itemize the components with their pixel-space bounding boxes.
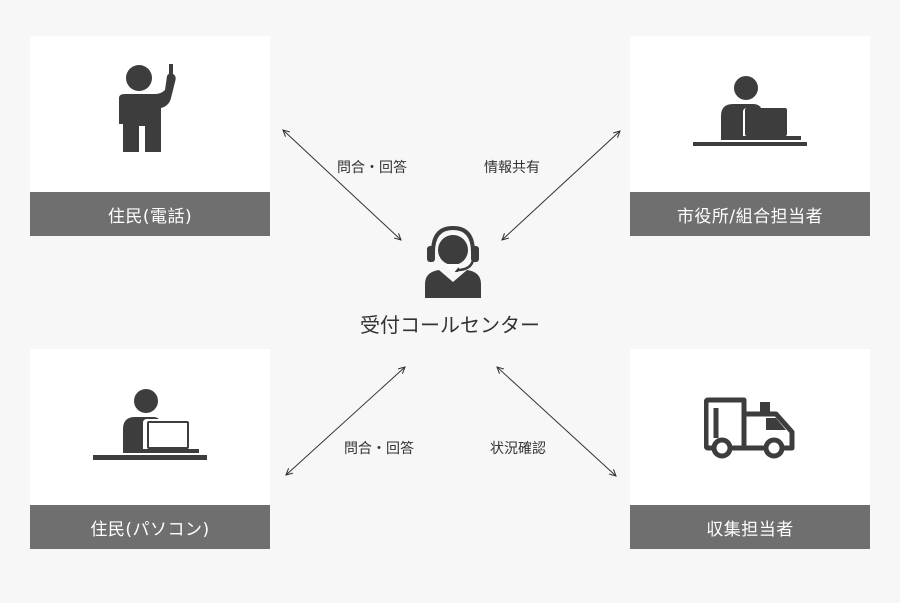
edge-label-pc-inquiry: 問合・回答 xyxy=(344,441,414,457)
node-label: 収集担当者 xyxy=(630,505,870,549)
node-label: 住民(電話) xyxy=(30,192,270,236)
arrow-office-center xyxy=(502,131,620,240)
node-city-office: 市役所/組合担当者 xyxy=(630,36,870,236)
node-label: 市役所/組合担当者 xyxy=(630,192,870,236)
edge-label-info-share: 情報共有 xyxy=(484,160,540,176)
headset-operator-icon xyxy=(425,226,481,298)
node-resident-phone: 住民(電話) xyxy=(30,36,270,236)
node-collector: 収集担当者 xyxy=(630,349,870,549)
edge-label-status-check: 状況確認 xyxy=(490,441,546,457)
node-label: 住民(パソコン) xyxy=(30,505,270,549)
node-resident-pc: 住民(パソコン) xyxy=(30,349,270,549)
truck-icon xyxy=(704,397,795,459)
arrow-collector-center xyxy=(497,367,616,476)
person-phone-icon xyxy=(119,64,176,152)
node-call-center: 受付コールセンター xyxy=(360,313,540,337)
arrow-phone-center xyxy=(283,130,401,240)
arrow-pc-center xyxy=(286,367,405,475)
person-laptop-icon xyxy=(93,389,207,460)
edge-label-phone-inquiry: 問合・回答 xyxy=(337,160,407,176)
person-laptop-icon xyxy=(693,76,807,146)
